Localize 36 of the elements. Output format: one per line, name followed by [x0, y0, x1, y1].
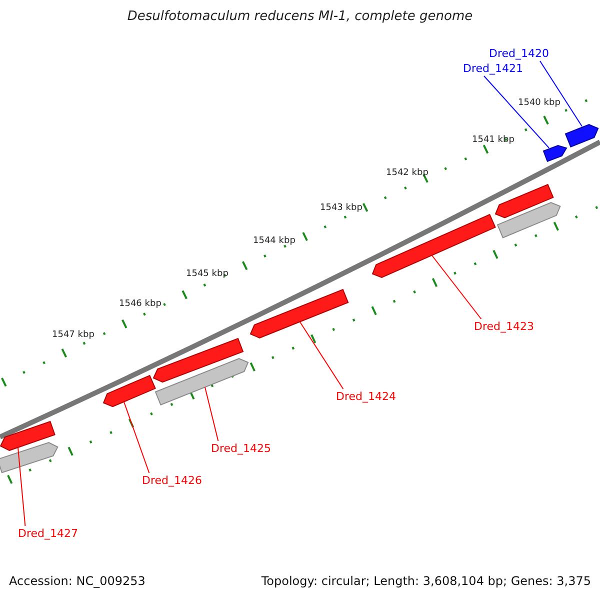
diagram-title: Desulfotomaculum reducens MI-1, complete genome — [126, 9, 474, 24]
leader-line — [484, 76, 550, 148]
scale-label: 1542 kbp — [386, 168, 428, 178]
scale-label: 1545 kbp — [186, 269, 228, 279]
scale-label: 1543 kbp — [320, 203, 362, 213]
gene-label: Dred_1425 — [211, 442, 271, 455]
genome-info-text: Topology: circular; Length: 3,608,104 bp; Genes: 3,375 — [261, 574, 591, 588]
accession-text: Accession: NC_009253 — [9, 574, 146, 588]
scale-label: 1546 kbp — [119, 299, 162, 309]
gene-label: Dred_1420 — [489, 47, 549, 60]
gene-bar — [0, 420, 55, 451]
gene-label: Dred_1423 — [474, 320, 534, 333]
scale-label: 1547 kbp — [52, 330, 94, 340]
leader-line — [204, 386, 219, 442]
leader-line — [124, 402, 150, 474]
gene-label: Dred_1427 — [18, 527, 78, 540]
leader-line — [18, 447, 26, 526]
gene-label: Dred_1421 — [463, 62, 523, 75]
gene-label: Dred_1424 — [336, 390, 396, 403]
gene-bar — [102, 375, 156, 408]
gene-bar — [496, 202, 560, 238]
gene-bar — [0, 442, 58, 474]
gene-label: Dred_1426 — [142, 474, 202, 487]
leader-line — [540, 60, 582, 127]
leader-line — [432, 255, 482, 320]
gene-bar — [250, 289, 348, 338]
gene-bar — [494, 184, 554, 218]
scale-label: 1540 kbp — [518, 98, 560, 108]
scale-label: 1544 kbp — [253, 236, 296, 246]
leader-line — [300, 322, 344, 390]
gene-bar — [564, 124, 598, 147]
gene-bar — [372, 214, 496, 278]
gene-bar — [152, 338, 243, 383]
gene-bar — [542, 144, 566, 162]
scale-label: 1541 kbp — [472, 135, 514, 145]
gene-bar — [154, 358, 248, 405]
